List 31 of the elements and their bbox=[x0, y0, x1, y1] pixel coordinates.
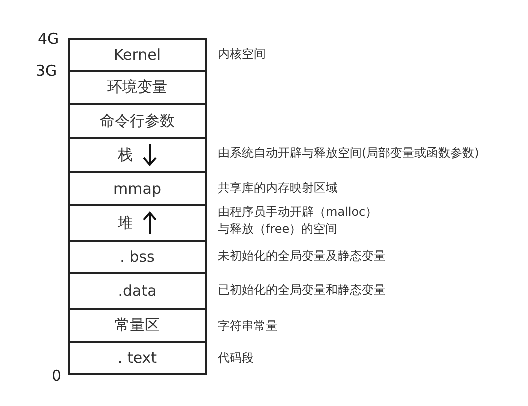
memory-segment-box bbox=[68, 272, 207, 310]
memory-segment-box bbox=[68, 204, 207, 242]
segment-description: 共享库的内存映射区域 bbox=[218, 180, 338, 197]
memory-segment-box bbox=[68, 70, 207, 105]
segment-name: mmap bbox=[114, 180, 162, 198]
address-label: 4G bbox=[38, 30, 60, 48]
segment-description: 字符串常量 bbox=[218, 318, 278, 335]
segment-description: 内核空间 bbox=[218, 46, 266, 63]
segment-name: 堆 bbox=[118, 214, 133, 232]
address-label: 3G bbox=[36, 62, 58, 80]
memory-segment-box bbox=[68, 137, 207, 173]
segment-name: 常量区 bbox=[115, 316, 160, 335]
segment-description: 已初始化的全局变量和静态变量 bbox=[218, 282, 386, 299]
address-label: 0 bbox=[52, 367, 62, 385]
memory-segment-box bbox=[68, 240, 207, 274]
memory-segment-box bbox=[68, 171, 207, 206]
memory-segment-box bbox=[68, 103, 207, 139]
memory-segment-box bbox=[68, 308, 207, 343]
segment-name: . bss bbox=[120, 248, 155, 266]
segment-name: 栈 bbox=[118, 146, 133, 164]
segment-description: 由系统自动开辟与释放空间(局部变量或函数参数) bbox=[218, 145, 480, 162]
segment-name: .data bbox=[118, 282, 157, 300]
memory-segment-box bbox=[68, 38, 207, 72]
segment-description: 由程序员手动开辟（malloc）与释放（free）的空间 bbox=[218, 204, 379, 238]
segment-description: 未初始化的全局变量及静态变量 bbox=[218, 248, 386, 265]
segment-description: 代码段 bbox=[218, 350, 254, 367]
segment-name: . text bbox=[118, 349, 158, 367]
segment-name: 环境变量 bbox=[108, 78, 168, 97]
segment-name: Kernel bbox=[114, 46, 162, 64]
memory-segment-box bbox=[68, 341, 207, 375]
segment-name: 命令行参数 bbox=[100, 112, 175, 130]
